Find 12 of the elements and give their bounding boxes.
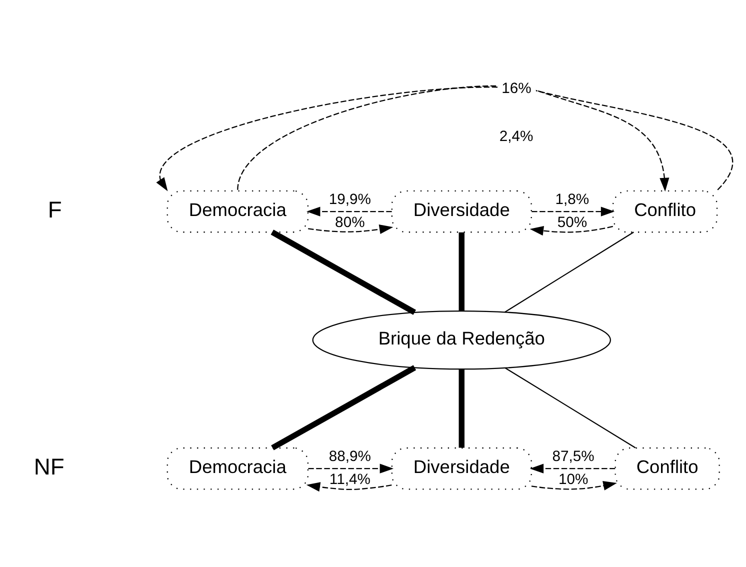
edge-label: 1,8% [555, 192, 590, 208]
edge-label: 11,4% [329, 472, 370, 488]
edge-label: 2,4% [499, 129, 534, 146]
edge-label: 50% [557, 214, 588, 231]
edge-label: 88,9% [328, 449, 371, 466]
label: NF [34, 453, 64, 480]
edge-label: 10% [558, 472, 588, 488]
label: F [48, 196, 62, 222]
edge-label: 19,9% [328, 192, 371, 208]
edge-label: 87,5% [552, 449, 594, 466]
edge-label: 16% [502, 81, 532, 98]
edge-label: 80% [335, 214, 365, 231]
